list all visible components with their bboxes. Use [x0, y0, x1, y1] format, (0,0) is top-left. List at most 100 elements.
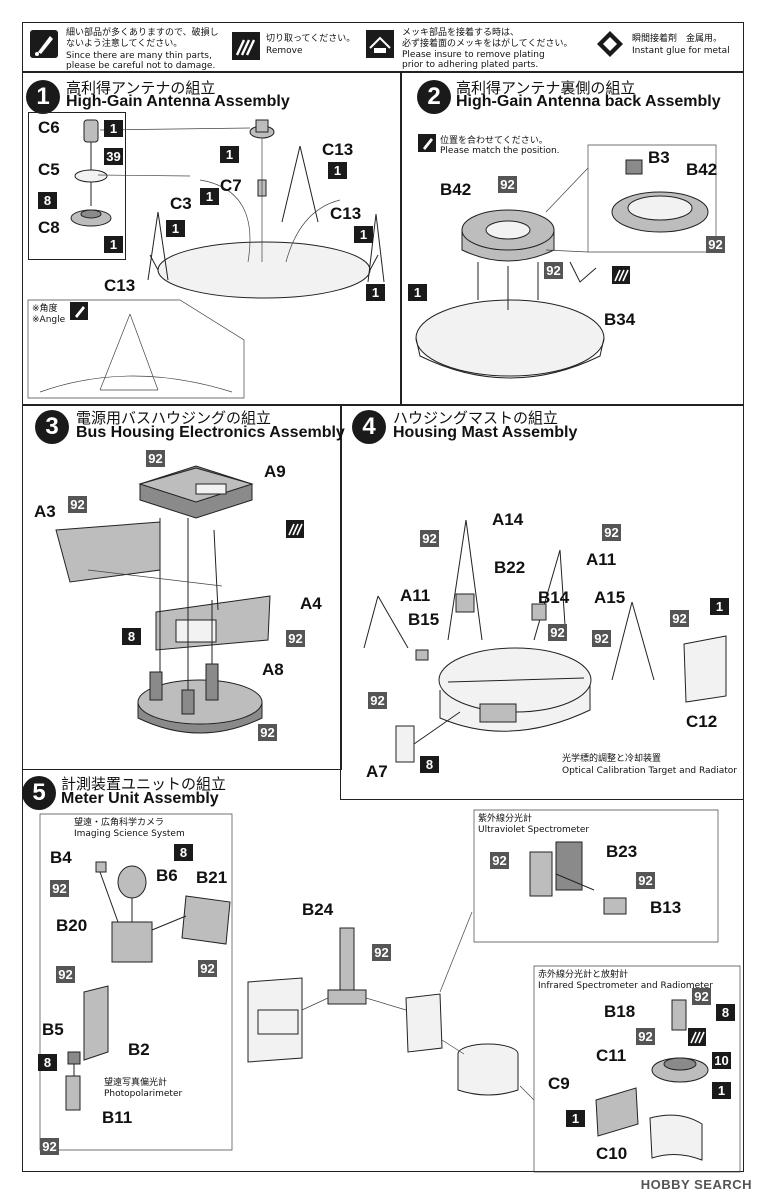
tag-92: 92: [670, 610, 689, 627]
iss-caption-jp: 望遠・広角科学カメラ: [74, 818, 165, 828]
tag-92: 92: [602, 524, 621, 541]
caution-icon: [418, 134, 436, 152]
note-thin-parts-jp: 細い部品が多くありますので、破損しないよう注意してください。: [66, 28, 219, 49]
label-c3: C3: [170, 194, 192, 213]
tag-1: 1: [104, 120, 123, 137]
tag-1: 1: [220, 146, 239, 163]
step4-title-jp: ハウジングマストの組立: [393, 409, 559, 427]
label-b6: B6: [156, 866, 178, 885]
tag-1: 1: [366, 284, 385, 301]
label-b22: B22: [494, 558, 526, 577]
tag-92: 92: [490, 852, 509, 869]
tag-1: 1: [408, 284, 427, 301]
tag-92: 92: [636, 1028, 655, 1045]
tag-92: 92: [368, 692, 387, 709]
tag-8: 8: [122, 628, 141, 645]
note-remove-en: Remove: [266, 46, 303, 56]
cut-icon: [688, 1028, 706, 1046]
tag-92: 92: [258, 724, 277, 741]
optical-caption-jp: 光学標的調整と冷却装置: [562, 754, 662, 764]
label-c5: C5: [38, 160, 60, 179]
caution-icon: [30, 30, 58, 58]
step3-number: 3: [35, 410, 69, 444]
label-b21: B21: [196, 868, 228, 887]
label-c12: C12: [686, 712, 718, 731]
step1-number: 1: [26, 80, 60, 114]
label-b24: B24: [302, 900, 334, 919]
label-b3: B3: [648, 148, 670, 167]
tag-1: 1: [200, 188, 219, 205]
step3-title-en: Bus Housing Electronics Assembly: [76, 424, 345, 441]
tag-8: 8: [716, 1004, 735, 1021]
label-a7: A7: [366, 762, 388, 781]
step2-number: 2: [417, 80, 451, 114]
step2-title-en: High-Gain Antenna back Assembly: [456, 93, 721, 110]
tag-92: 92: [420, 530, 439, 547]
note-glue-en: Instant glue for metal: [632, 46, 730, 56]
note-remove-jp: 切り取ってください。: [266, 34, 356, 44]
note-thin-parts-en2: please be careful not to damage.: [66, 61, 216, 71]
glue-icon: [596, 30, 624, 58]
label-b13: B13: [650, 898, 682, 917]
tag-92: 92: [286, 630, 305, 647]
label-b11: B11: [102, 1108, 133, 1127]
label-c13-c: C13: [104, 276, 136, 295]
label-a11-a: A11: [586, 550, 617, 569]
notes-bar: [22, 22, 744, 72]
uv-caption-jp: 紫外線分光計: [478, 814, 533, 824]
cut-icon: [286, 520, 304, 538]
label-c11: C11: [596, 1046, 627, 1065]
tag-8: 8: [38, 192, 57, 209]
caution-icon: [70, 302, 88, 320]
cut-icon: [612, 266, 630, 284]
label-c8: C8: [38, 218, 60, 237]
label-a8: A8: [262, 660, 284, 679]
label-b20: B20: [56, 916, 88, 935]
label-b42-b: B42: [686, 160, 718, 179]
tag-1: 1: [354, 226, 373, 243]
note-thin-parts-en1: Since there are many thin parts,: [66, 51, 212, 61]
tag-39: 39: [104, 148, 123, 165]
step5-title-en: Meter Unit Assembly: [61, 790, 219, 807]
note-plating-en2: prior to adhering plated parts.: [402, 60, 539, 70]
label-c10: C10: [596, 1144, 628, 1163]
note-glue-jp: 瞬間接着剤 金属用。: [632, 34, 723, 44]
uv-caption-en: Ultraviolet Spectrometer: [478, 825, 590, 835]
tag-92: 92: [198, 960, 217, 977]
label-b4: B4: [50, 848, 72, 867]
step1-inset: [28, 112, 126, 260]
iss-caption-en: Imaging Science System: [74, 829, 185, 839]
tag-92: 92: [548, 624, 567, 641]
label-b23: B23: [606, 842, 638, 861]
optical-caption-en: Optical Calibration Target and Radiator: [562, 766, 738, 776]
step4-number: 4: [352, 410, 386, 444]
cut-icon: [232, 32, 260, 60]
label-b5: B5: [42, 1020, 64, 1039]
label-c9: C9: [548, 1074, 570, 1093]
label-a9: A9: [264, 462, 286, 481]
step2-frame: [400, 72, 744, 406]
tag-92: 92: [592, 630, 611, 647]
position-note-en: Please match the position.: [440, 146, 560, 156]
step3-frame: [22, 404, 342, 770]
tag-10: 10: [712, 1052, 731, 1069]
tag-92: 92: [372, 944, 391, 961]
tag-92: 92: [50, 880, 69, 897]
label-b34: B34: [604, 310, 636, 329]
tag-8: 8: [420, 756, 439, 773]
tag-1: 1: [328, 162, 347, 179]
label-b18: B18: [604, 1002, 636, 1021]
label-b15: B15: [408, 610, 440, 629]
step1-title-jp: 高利得アンテナの組立: [66, 79, 216, 97]
tag-1: 1: [566, 1110, 585, 1127]
label-c6: C6: [38, 118, 60, 137]
label-b42-a: B42: [440, 180, 472, 199]
label-a11-b: A11: [400, 586, 431, 605]
label-a14: A14: [492, 510, 524, 529]
tag-92: 92: [68, 496, 87, 513]
tag-1: 1: [104, 236, 123, 253]
step3-title-jp: 電源用バスハウジングの組立: [76, 409, 272, 427]
note-plating-jp2: 必ず接着面のメッキをはがしてください。: [402, 39, 573, 49]
step1-frame: [22, 72, 402, 406]
